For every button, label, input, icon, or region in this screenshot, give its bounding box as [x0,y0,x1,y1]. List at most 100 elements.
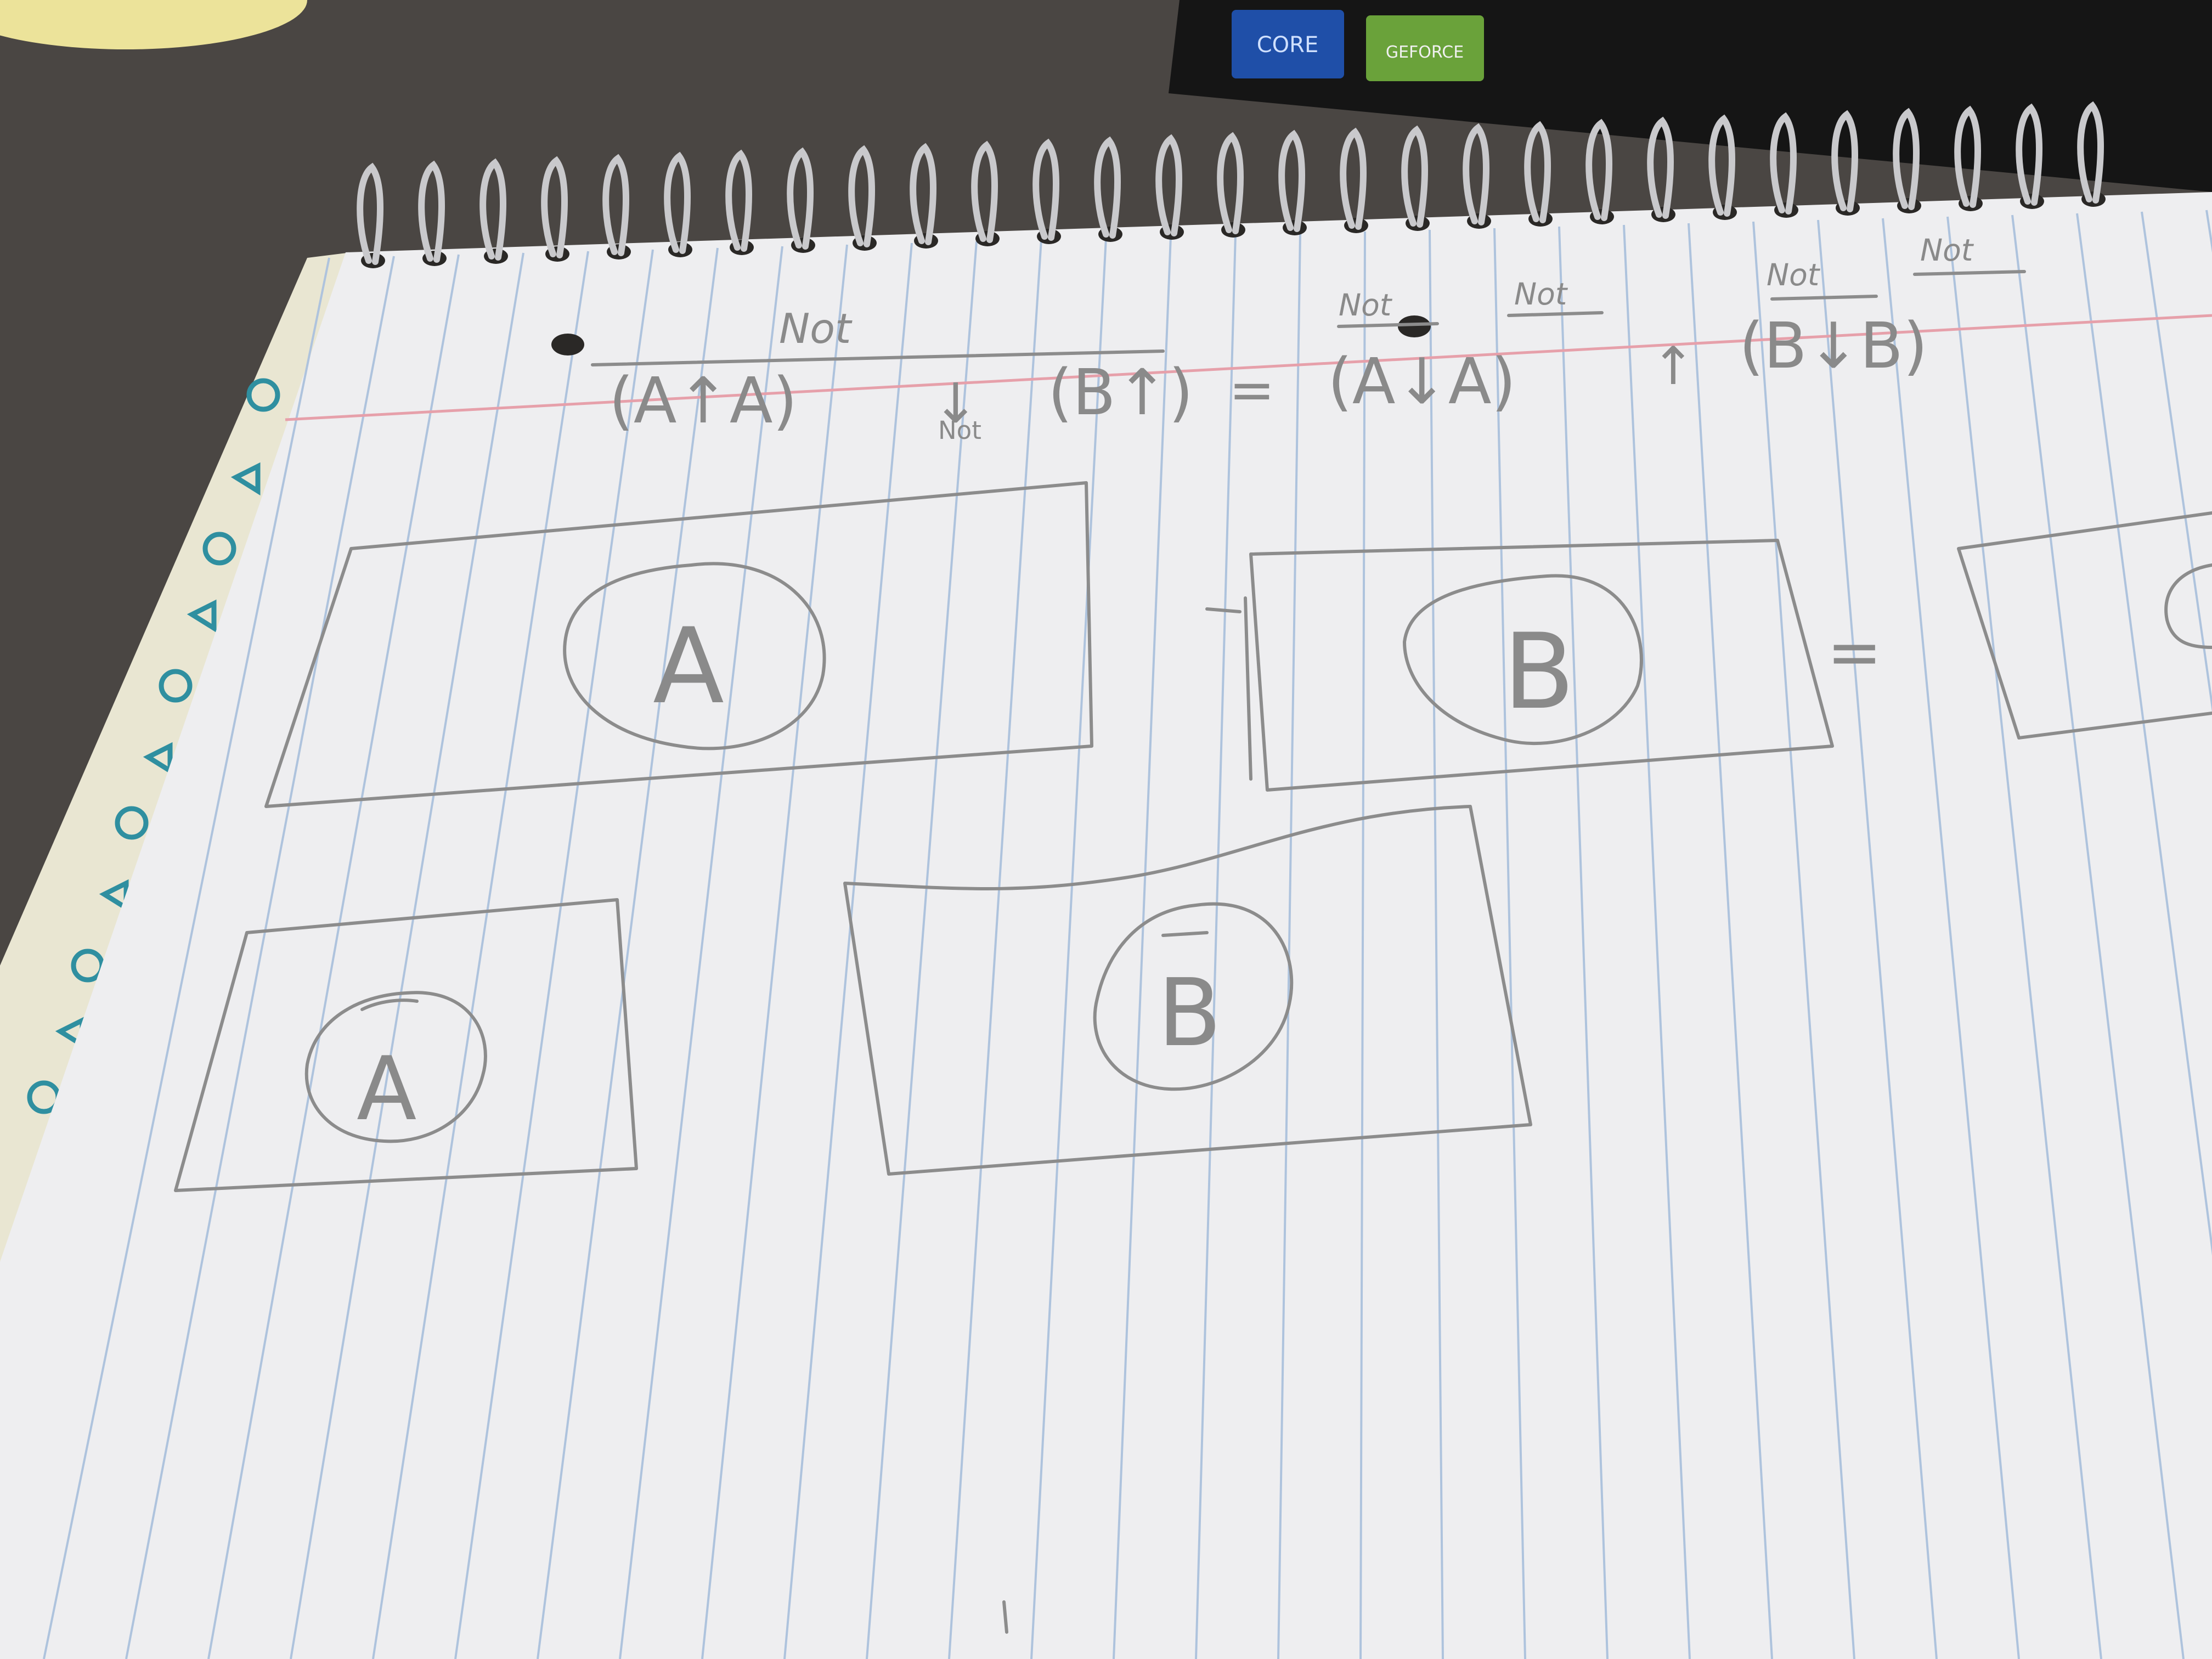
spiral-binding [357,101,2106,268]
ruled-line [1195,234,1237,1659]
set-circle [1093,902,1294,1091]
margin-line [285,314,2212,421]
ruled-line [290,252,524,1659]
ruled-line [619,246,783,1659]
ruled-line [537,247,719,1659]
set-label: B [1503,611,1575,732]
intel-sticker-text: CORE [1257,32,1318,58]
set-circle [1403,574,1643,746]
universe-box [1957,511,2212,740]
spiral-coil [1585,119,1612,221]
equation-overbar [1337,322,1439,328]
spiral-coil [1831,110,1858,212]
spiral-coil [1032,138,1059,241]
ruled-line [1817,219,1938,1659]
universe-box [174,898,638,1192]
spiral-coil [541,156,568,258]
set-label: A [653,606,724,727]
ruled-line [1030,238,1107,1659]
venn-diagram-b: B [1249,539,1834,792]
spiral-coil [971,140,998,243]
punch-hole [551,334,584,356]
venn-diagram-a: A [264,481,1093,808]
spiral-coil [1155,134,1182,236]
nvidia-sticker-text: GEFORCE [1386,43,1464,62]
ruled-line [372,251,589,1659]
ruled-line [1946,216,2102,1659]
equation: Not (A↑A) ↓ Not (B↑) = Not Not (A↓A) ↑ N… [591,233,2026,445]
spiral-coil [602,154,629,256]
equation-overbar [591,349,1165,366]
not-label: Not [938,416,981,445]
lhs-right-term: (B↑) [1048,356,1193,430]
spiral-coil [479,158,506,261]
diagram-equals-sign: = [1827,614,1882,691]
ruled-line [2141,211,2212,713]
ruled-line [1688,223,1773,1659]
ruled-line [1277,233,1301,1659]
ruled-line [207,254,460,1659]
notebook-page [0,192,2212,1659]
ruled-line [1429,229,1444,1659]
spiral-coil [848,145,875,247]
spiral-coil [1278,129,1305,232]
spiral-coil [1893,108,1920,210]
complement-overbar [1161,931,1209,937]
ruled-line [43,257,330,1659]
set-circle-partial [2164,563,2212,649]
spiral-coil [1770,112,1797,215]
ruled-line [125,256,395,1659]
nvidia-geforce-sticker: GEFORCE [1366,15,1484,81]
universe-box [264,481,1093,808]
spiral-coil [1401,125,1428,228]
not-label: Not [1920,233,1974,268]
venn-diagram-not-a: A [174,898,638,1192]
set-label: A [357,1037,416,1140]
not-label: Not [1339,287,1393,323]
ruled-line [2076,213,2212,1256]
ruled-line [1493,228,1526,1659]
spiral-coil [1524,121,1551,223]
rhs-operator: ↑ [1651,336,1695,397]
lhs-left-term: (A↑A) [609,364,797,438]
intel-core-sticker: CORE [1232,10,1344,78]
set-label: B [1158,959,1222,1068]
spiral-coil [1094,136,1121,239]
pencil-mark [1002,1600,1008,1634]
equals-sign: = [1229,358,1275,422]
ruled-line [2011,215,2185,1659]
operator-mark [1205,596,1252,781]
ruled-line [1882,218,2020,1659]
spiral-coil [1340,127,1367,230]
complement-overbar [360,998,419,1011]
spiral-coil [1708,114,1735,217]
ruled-line [948,239,1042,1659]
ruled-line [1359,231,1366,1659]
spiral-coil [1647,116,1674,219]
spiral-coil [418,160,445,263]
spiral-coil [1954,105,1981,208]
ruled-line [701,244,848,1659]
not-label: Not [1767,257,1821,292]
spiral-coil [787,147,814,250]
venn-diagram-result [1957,511,2212,740]
mug [0,0,307,49]
rhs-left-term: (A↓A) [1328,345,1516,419]
spiral-coil [2016,103,2042,206]
spiral-coil [725,149,752,252]
spiral-coil [1463,123,1489,225]
rhs-right-term: (B↓B) [1739,309,1928,383]
punch-hole [1398,315,1431,337]
spiral-coil [357,162,383,265]
lhs-operator: ↓ [933,371,979,436]
not-label: Not [779,304,853,353]
ruled-lines [43,210,2212,1659]
universe-box [843,805,1532,1176]
equation-overbar [1770,295,1878,301]
ruled-line [1558,226,1609,1659]
set-circle [563,562,826,751]
set-circle [304,991,487,1143]
ruled-line [866,241,978,1659]
spiral-coil [910,143,936,245]
